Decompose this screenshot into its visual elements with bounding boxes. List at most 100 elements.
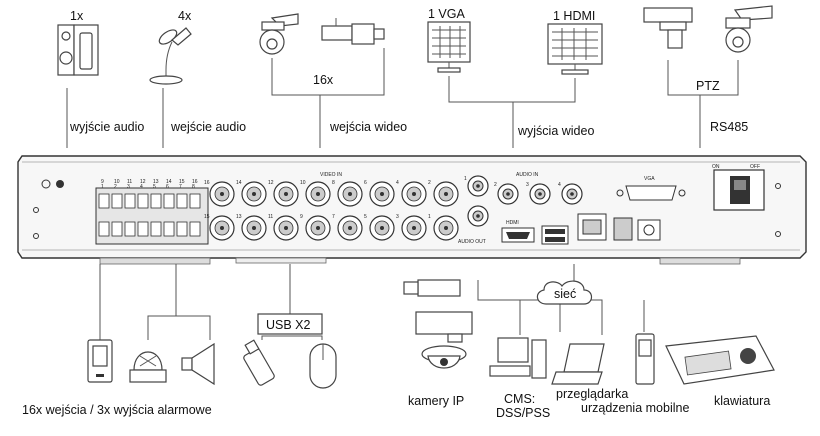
cms-computer-icon [489,337,547,379]
bnc-video-input[interactable] [337,181,363,207]
mouse-icon [309,343,337,389]
bnc-video-input[interactable] [209,181,235,207]
alarm-terminal-number: 16 [192,179,198,185]
bnc-video-input[interactable] [273,181,299,207]
bnc-video-input[interactable] [401,181,427,207]
audio-out-jack[interactable] [467,205,489,227]
bnc-video-input[interactable] [273,215,299,241]
alarm-screw[interactable] [111,221,123,237]
power-jack[interactable] [637,219,661,241]
alarm-terminal-number: 11 [127,179,132,185]
vga-port[interactable] [616,185,686,201]
alarm-screw[interactable] [124,221,136,237]
bnc-video-input[interactable] [209,215,235,241]
bnc-number: 7 [332,214,335,220]
alarm-screw[interactable] [150,193,162,209]
siren-icon [129,351,167,383]
rs485-label: RS485 [710,120,748,134]
bnc-number: 4 [396,180,399,186]
network-cloud-icon [536,280,593,305]
alarm-terminal-number: 15 [179,179,185,185]
hdmi-panel-label: HDMI [506,220,519,226]
alarm-screw[interactable] [189,193,201,209]
mobile-label: urządzenia mobilne [581,401,689,415]
cms-label-2: DSS/PSS [496,406,550,420]
bnc-video-input[interactable] [401,215,427,241]
hdmi-port[interactable] [501,227,535,243]
alarm-screw[interactable] [163,221,175,237]
alarm-screw[interactable] [163,193,175,209]
usb-label: USB X2 [266,318,311,332]
audio-in-jack[interactable] [467,175,489,197]
bnc-number: 2 [428,180,431,186]
bnc-number: 1 [428,214,431,220]
alarm-terminal-number: 6 [166,184,169,190]
alarm-sensor-icon [87,339,113,383]
mic-count-label: 4x [178,9,192,23]
box-camera-icon [321,18,385,45]
alarm-terminal-number: 1 [101,184,104,190]
audio-in-jack[interactable] [529,183,551,205]
bnc-number: 12 [268,180,274,186]
bnc-number: 11 [268,214,273,220]
keyboard-controller-icon [665,335,775,385]
lan-port[interactable] [577,213,607,241]
bnc-number: 9 [300,214,303,220]
horn-icon [181,342,215,386]
bnc-video-input[interactable] [337,215,363,241]
alarm-terminal-number: 4 [140,184,143,190]
alarm-screw[interactable] [176,193,188,209]
audio-in-jack[interactable] [497,183,519,205]
rs485-terminal[interactable] [613,217,633,241]
bnc-video-input[interactable] [369,181,395,207]
bnc-video-input[interactable] [433,181,459,207]
audio-in-label: wejście audio [170,120,246,134]
alarm-screw[interactable] [137,193,149,209]
bnc-number: 15 [204,214,210,220]
speaker-count-label: 1x [70,9,84,23]
bnc-video-input[interactable] [305,181,331,207]
bnc-number: 10 [300,180,306,186]
speaker-icon [57,24,99,76]
alarm-screw[interactable] [124,193,136,209]
audio-jack-number: 2 [494,182,497,188]
alarm-screw[interactable] [189,221,201,237]
ip-cameras-label: kamery IP [408,394,464,408]
usb-flash-drive-icon [243,339,275,386]
audio-jack-number: 4 [558,182,561,188]
alarm-terminal-number: 7 [179,184,182,190]
bnc-number: 5 [364,214,367,220]
ptz-camera-right-icon [725,5,773,53]
alarm-screw[interactable] [137,221,149,237]
bnc-number: 3 [396,214,399,220]
audio-in-jack[interactable] [561,183,583,205]
vga-monitor-icon [427,21,471,73]
bnc-video-input[interactable] [241,181,267,207]
alarm-screw[interactable] [150,221,162,237]
mobile-phone-icon [635,333,655,385]
bnc-video-input[interactable] [305,215,331,241]
alarm-terminal-number: 3 [127,184,130,190]
alarm-terminal-number: 12 [140,179,146,185]
power-off-label: OFF [750,164,760,170]
ptz-dome-camera-icon [259,13,299,55]
power-switch[interactable] [713,169,765,211]
bnc-video-input[interactable] [433,215,459,241]
alarm-terminal-number: 8 [192,184,195,190]
ip-camera-dome-icon [421,345,467,369]
keyboard-label: klawiatura [714,394,770,408]
audio-jack-number: 1 [464,176,467,182]
browser-label: przeglądarka [556,387,628,401]
bnc-video-input[interactable] [241,215,267,241]
alarm-screw[interactable] [111,193,123,209]
usb-ports[interactable] [541,225,569,245]
vga-panel-label: VGA [644,176,655,182]
alarm-screw[interactable] [98,193,110,209]
audio-in-panel-label: AUDIO IN [516,172,539,178]
bnc-video-input[interactable] [369,215,395,241]
alarm-screw[interactable] [176,221,188,237]
hdmi-label: 1 HDMI [553,9,595,23]
alarm-terminal-number: 5 [153,184,156,190]
alarm-screw[interactable] [98,221,110,237]
